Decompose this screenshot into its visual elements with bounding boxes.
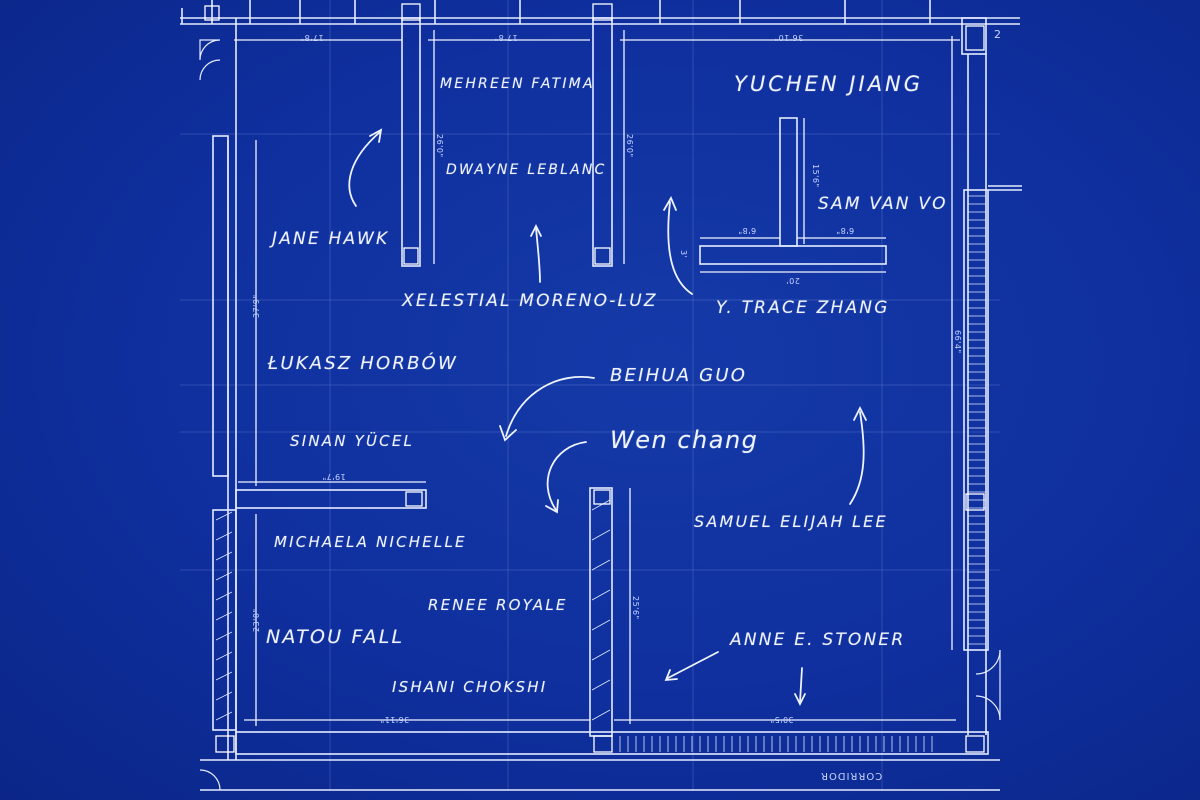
- hand-arrows: [348, 128, 867, 707]
- occupant-mehreen-fatima: Mehreen Fatima: [440, 76, 595, 92]
- occupant-jane-hawk: Jane Hawk: [272, 229, 390, 249]
- occupant-natou-fall: Natou Fall: [266, 626, 405, 648]
- occupant-sam-van-vo: Sam Van Vo: [818, 194, 948, 214]
- doors: [199, 39, 1001, 791]
- dimension-label: 36'10": [774, 33, 804, 42]
- dimension-label: 66'4": [953, 330, 962, 354]
- corner-mark: 2: [994, 28, 1002, 41]
- walls: [180, 0, 1022, 791]
- dimension-label: 30'5": [770, 715, 794, 724]
- dimension-label: 26'0": [435, 134, 444, 158]
- dimension-label: 25'6": [631, 596, 640, 620]
- occupant-y-trace-zhang: Y. Trace Zhang: [716, 298, 890, 318]
- occupant-beihua-guo: Beihua Guo: [610, 365, 748, 386]
- dimension-label: 37'9": [252, 294, 261, 318]
- dimension-label: 6'8": [738, 226, 757, 235]
- occupant-michaela-nichelle: Michaela Nichelle: [274, 533, 467, 551]
- occupant-wen-chang: Wen chang: [610, 426, 759, 454]
- dimension-label: 17'8": [300, 33, 324, 42]
- occupant-samuel-elijah-lee: Samuel Elijah Lee: [694, 512, 888, 531]
- dimension-label: 6'8": [836, 226, 855, 235]
- column-markers: [204, 3, 985, 753]
- occupant-yuchen-jiang: Yuchen Jiang: [734, 72, 924, 96]
- occupant-anne-e-stoner: Anne E. Stoner: [730, 630, 906, 650]
- occupant-ishani-chokshi: Ishani Chokshi: [392, 678, 548, 696]
- occupant-dwayne-leblanc: Dwayne Leblanc: [446, 162, 607, 178]
- dimension-label: 26'0": [625, 134, 634, 158]
- dimension-label: 3': [679, 250, 688, 259]
- corridor-label: CORRIDOR: [820, 770, 883, 781]
- occupant-xelestial-moreno-luz: Xelestial Moreno-Luz: [402, 291, 658, 311]
- wall-hatching: [215, 195, 986, 752]
- dimension-label: 19'7": [322, 472, 346, 481]
- occupant-sinan-yucel: Sinan Yücel: [290, 432, 415, 450]
- occupant-lukasz-horbow: Łukasz Horbów: [268, 353, 459, 374]
- dimension-label: 15'6": [811, 164, 820, 188]
- dimension-lines: [234, 30, 960, 726]
- dimension-label: 36'11": [380, 715, 410, 724]
- dimension-label: 23'0": [252, 608, 261, 632]
- dimension-label: 20': [786, 276, 800, 285]
- occupant-renee-royale: Renee Royale: [428, 596, 568, 614]
- dimension-label: 17'8": [494, 33, 518, 42]
